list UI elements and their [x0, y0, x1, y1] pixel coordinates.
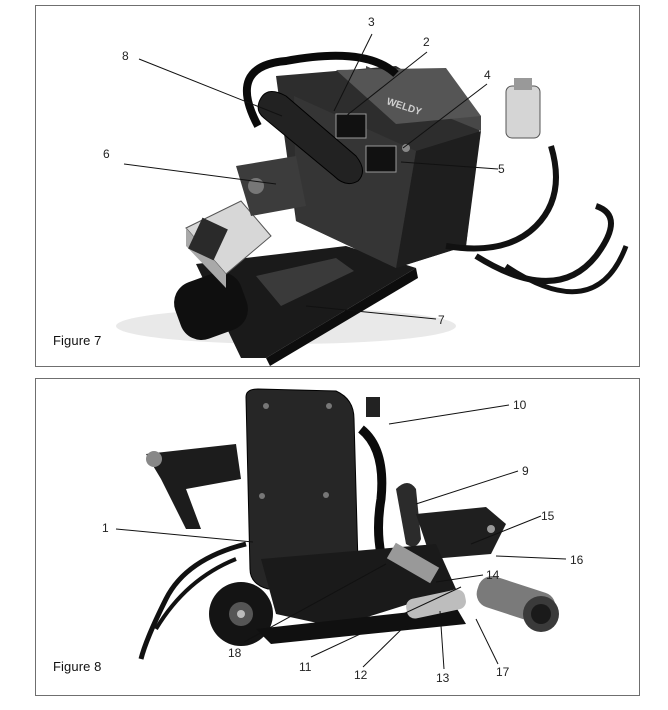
- callout-2: 2: [423, 35, 430, 49]
- figure-7-caption: Figure 7: [53, 333, 102, 348]
- callout-4: 4: [484, 68, 491, 82]
- callout-15: 15: [541, 509, 555, 523]
- figure-8-panel: 10 9 1 15 16 14 18 11 12 13 17 Figure 8: [35, 378, 640, 696]
- figure-7-panel: WELDY 3 2 8 4 6 5 7 Figure 7: [35, 5, 640, 367]
- figure-8-photo: 10 9 1 15 16 14 18 11 12 13 17: [102, 388, 584, 685]
- callout-7: 7: [438, 313, 445, 327]
- callout-1: 1: [102, 521, 109, 535]
- figure-7-photo: WELDY 3 2 8 4 6 5 7: [103, 15, 629, 366]
- callout-5: 5: [498, 162, 505, 176]
- callout-9: 9: [522, 464, 529, 478]
- callout-13: 13: [436, 671, 450, 685]
- callout-11: 11: [299, 660, 312, 674]
- figure-8-caption: Figure 8: [53, 659, 102, 674]
- callout-16: 16: [570, 553, 584, 567]
- callout-10: 10: [513, 398, 527, 412]
- callout-8: 8: [122, 49, 129, 63]
- callout-17: 17: [496, 665, 510, 679]
- callout-18: 18: [228, 646, 242, 660]
- callout-14: 14: [486, 568, 500, 582]
- callout-12: 12: [354, 668, 368, 682]
- callout-6: 6: [103, 147, 110, 161]
- callout-3: 3: [368, 15, 375, 29]
